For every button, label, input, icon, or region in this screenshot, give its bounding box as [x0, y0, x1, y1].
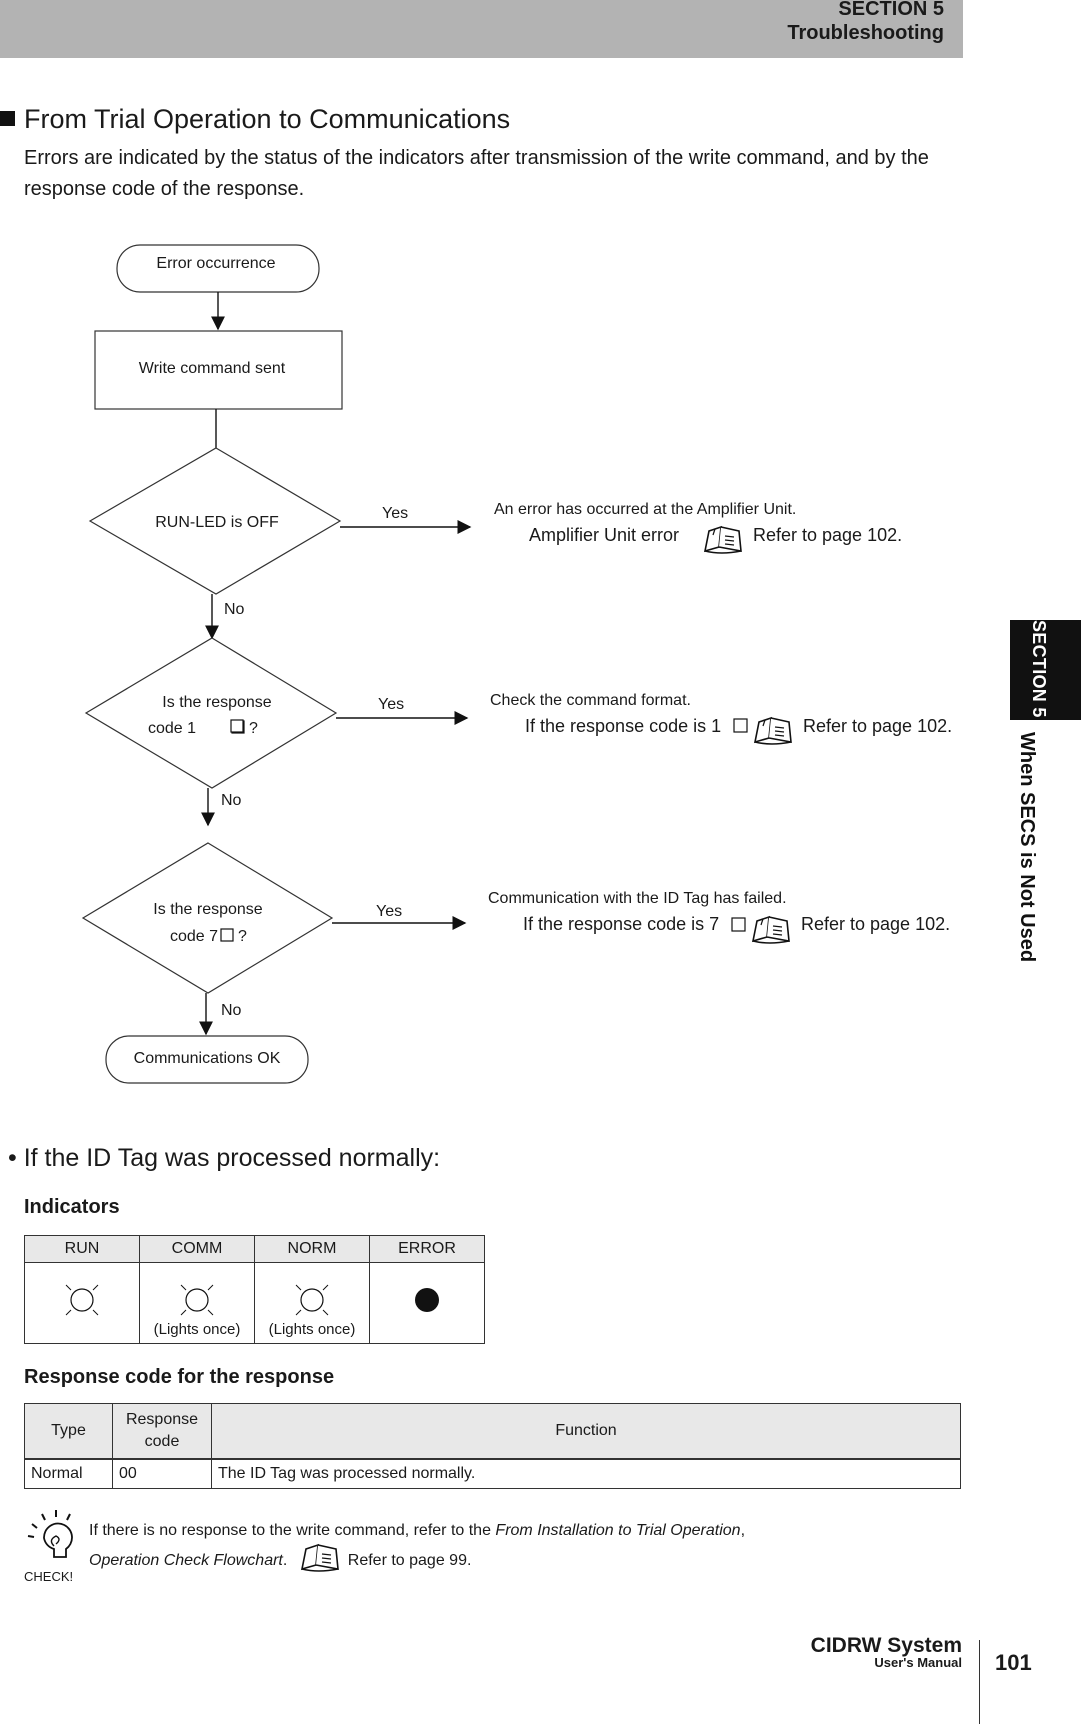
decision-2 — [84, 637, 338, 789]
check-italic-1: From Installation to Trial Operation — [495, 1522, 741, 1539]
result-2-ref: Refer to page 102. — [803, 716, 952, 736]
yes-label-1: Yes — [382, 505, 408, 522]
side-tab-section: SECTION 5 — [1029, 620, 1049, 718]
indicator-cell: (Lights once) — [254, 1262, 370, 1344]
placeholder-box-icon — [731, 917, 746, 932]
indicator-header: RUN — [24, 1235, 140, 1263]
result-3-text: If the response code is 7 — [523, 914, 719, 934]
indicator-cell — [369, 1262, 485, 1344]
table-row: Normal 00 The ID Tag was processed norma… — [24, 1458, 961, 1489]
result-1-text: Amplifier Unit error — [529, 525, 679, 545]
side-tab-title: When SECS is Not Used — [1016, 732, 1038, 963]
section-heading: From Trial Operation to Communications — [0, 104, 510, 135]
decision-3-line-2: code 7 — [170, 928, 218, 945]
start-label: Error occurrence — [156, 255, 275, 272]
check-note: If there is no response to the write com… — [89, 1518, 745, 1575]
lightbulb-icon — [27, 1510, 73, 1558]
decision-3-line-1: Is the response — [153, 901, 263, 918]
indicator-header: ERROR — [369, 1235, 485, 1263]
result-1-ref: Refer to page 102. — [753, 525, 902, 545]
footer-product: CIDRW System — [810, 1634, 962, 1657]
normal-heading: • If the ID Tag was processed normally: — [8, 1144, 441, 1172]
indicator-header: NORM — [254, 1235, 370, 1263]
no-label-2: No — [221, 792, 242, 809]
process-box — [94, 330, 343, 410]
end-label: Communications OK — [134, 1050, 281, 1067]
section-heading-text: From Trial Operation to Communications — [24, 104, 511, 134]
check-text-3: . — [282, 1552, 288, 1569]
decision-3-qmark: ? — [238, 928, 247, 945]
result-3-ref: Refer to page 102. — [801, 914, 950, 934]
book-icon — [704, 526, 742, 554]
response-title: Response code for the response — [24, 1366, 335, 1388]
cell-code: 00 — [112, 1458, 212, 1489]
footer-manual: User's Manual — [874, 1655, 962, 1670]
header-title: Troubleshooting — [787, 22, 944, 44]
result-3-note: Communication with the ID Tag has failed… — [488, 890, 787, 907]
intro-paragraph: Errors are indicated by the status of th… — [24, 147, 929, 200]
decision-1-label: RUN-LED is OFF — [155, 514, 279, 531]
check-label: CHECK! — [24, 1569, 74, 1584]
yes-label-3: Yes — [376, 903, 402, 920]
indicator-cell — [24, 1262, 140, 1344]
placeholder-box-icon — [220, 928, 234, 942]
col-code-header-line-1: Response — [125, 1411, 199, 1428]
response-table: Type Response code Function Normal 00 The… — [24, 1403, 961, 1489]
square-bullet-icon — [0, 111, 15, 126]
check-ref: Refer to page 99. — [347, 1552, 472, 1569]
footer-divider — [979, 1640, 980, 1724]
indicator-header: COMM — [139, 1235, 255, 1263]
led-flashing-icon — [180, 1284, 214, 1316]
header-section: SECTION 5 — [838, 0, 944, 20]
indicator-caption: (Lights once) — [153, 1321, 241, 1338]
book-icon — [300, 1543, 339, 1572]
no-label-1: No — [224, 601, 245, 618]
end-terminator — [105, 1035, 309, 1084]
side-tab-marker — [1010, 620, 1081, 720]
check-text-2: , — [740, 1522, 746, 1539]
yes-label-2: Yes — [378, 696, 404, 713]
placeholder-box-icon — [230, 719, 244, 733]
cell-function: The ID Tag was processed normally. — [211, 1458, 961, 1489]
page-number: 101 — [995, 1650, 1032, 1675]
decision-2-qmark: ? — [249, 720, 258, 737]
decision-2-line-2: code 1 — [148, 720, 196, 737]
decision-2-line-1: Is the response — [162, 694, 272, 711]
placeholder-box-icon — [733, 718, 748, 733]
check-italic-2: Operation Check Flowchart — [89, 1552, 283, 1569]
indicators-table: RUN COMM NORM ERROR (Lights — [24, 1235, 485, 1344]
cell-type: Normal — [24, 1458, 113, 1489]
led-flashing-icon — [65, 1284, 99, 1316]
header-bar — [0, 0, 963, 58]
indicators-title: Indicators — [24, 1196, 120, 1218]
result-1-note: An error has occurred at the Amplifier U… — [494, 501, 796, 518]
indicator-cell: (Lights once) — [139, 1262, 255, 1344]
col-type-header: Type — [24, 1403, 113, 1460]
check-text-1: If there is no response to the write com… — [89, 1522, 496, 1539]
book-icon — [754, 717, 792, 745]
led-on-icon — [415, 1288, 439, 1312]
decision-3 — [81, 842, 334, 994]
col-code-header-line-2: code — [144, 1433, 180, 1450]
col-function-header: Function — [211, 1403, 961, 1460]
decision-1 — [88, 447, 342, 595]
book-icon — [752, 916, 790, 944]
process-label: Write command sent — [139, 360, 286, 377]
col-code-header: Response code — [112, 1403, 212, 1460]
indicator-caption: (Lights once) — [268, 1321, 356, 1338]
led-flashing-icon — [295, 1284, 329, 1316]
result-2-note: Check the command format. — [490, 692, 691, 709]
flowchart: Error occurrence Write command sent RUN-… — [81, 244, 952, 1084]
no-label-3: No — [221, 1002, 242, 1019]
result-2-text: If the response code is 1 — [525, 716, 721, 736]
